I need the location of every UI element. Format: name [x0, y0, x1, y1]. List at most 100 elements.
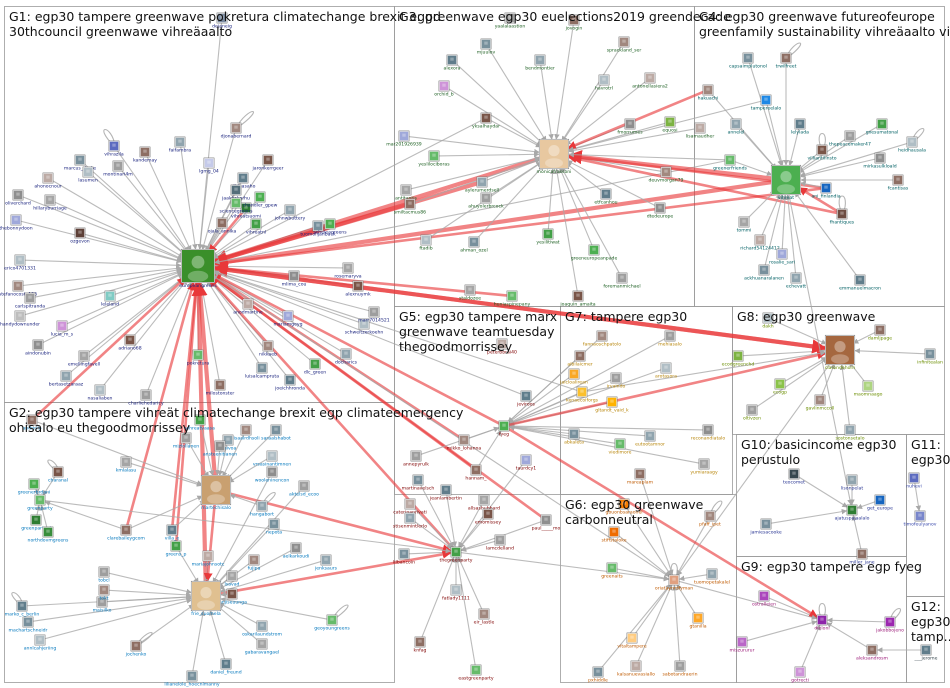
node-tokt[interactable]: tokt	[98, 584, 110, 602]
node-aleksandrosm[interactable]: aleksandrosm	[856, 644, 889, 662]
node-adriano68[interactable]: adriano68	[118, 334, 142, 352]
node-mjuulov[interactable]: mjuulov	[477, 38, 496, 56]
node-djonabernard[interactable]: djonabernard	[221, 122, 252, 140]
node-clarondehorn[interactable]: clarondehorn	[825, 334, 855, 371]
node-gbuonbsaraonel[interactable]: gbuonbsaraonel	[605, 498, 643, 516]
node-reconandiatalo[interactable]: reconandiatalo	[691, 424, 725, 442]
node-sostonsetalo[interactable]: sostonsetalo	[835, 424, 865, 442]
node-emomissey[interactable]: emomissey	[475, 508, 501, 526]
node-tuomolljanback[interactable]: tuomolljanback	[300, 220, 336, 238]
node-martechisalo[interactable]: martechisalo	[200, 474, 231, 511]
node-charliehedaricy[interactable]: charliehedaricy	[128, 389, 164, 407]
node-ahman-ozel[interactable]: ahman_ozel	[460, 236, 488, 254]
node-yksalhaydar[interactable]: yksalhaydar	[472, 112, 500, 130]
node-mar201926939[interactable]: mar201926939	[386, 130, 422, 148]
node-montinari4m[interactable]: montinari4m	[103, 160, 133, 178]
node-damljpage[interactable]: damljpage	[868, 324, 892, 342]
node-vihreat[interactable]: vihreat	[770, 164, 802, 201]
node-oriataynrdfyman[interactable]: oriataynrdfyman	[655, 574, 693, 592]
node-hakuachi[interactable]: hakuachi	[698, 84, 719, 102]
node-paul-mo[interactable]: paul_____mo	[532, 514, 561, 532]
node-havrotrl[interactable]: havrotrl	[595, 74, 613, 92]
node-kmlalasu[interactable]: kmlalasu	[116, 456, 137, 474]
node-chandler-gpew[interactable]: chandler_gpew	[243, 191, 278, 209]
node-mariamgeyg[interactable]: mariamgeyg	[273, 310, 303, 328]
node-dlc-green[interactable]: dlc_green	[304, 358, 326, 376]
node-tobcl[interactable]: tobcl	[98, 566, 110, 584]
node-emellingfavell[interactable]: emellingfavell	[68, 350, 100, 368]
node-ackhuanaralanen[interactable]: ackhuanaralanen	[744, 264, 784, 282]
node-vihreatnl[interactable]: vihreatnl	[246, 218, 266, 236]
node-heidhausala[interactable]: heidhausala	[898, 136, 926, 154]
node-ahuyolerbrcock[interactable]: ahuyolerbrcock	[468, 192, 504, 210]
node-pxhiddle[interactable]: pxhiddle	[588, 666, 608, 684]
node-mehiasalo[interactable]: mehiasalo	[658, 330, 682, 348]
node-gabaravangael[interactable]: gabaravangael	[245, 638, 279, 656]
node-ranjiseuunga[interactable]: ranjiseuunga	[217, 588, 247, 606]
node-taurdcy1[interactable]: taurdcy1	[516, 454, 536, 472]
node-rosalie-sari[interactable]: rosalie_sari	[769, 248, 795, 266]
node-thepeacemaker47[interactable]: thepeacemaker47	[829, 130, 871, 148]
node-fatlady1111[interactable]: fatlady1111	[442, 584, 470, 602]
node-bertasetzaraaz[interactable]: bertasetzaraaz	[49, 370, 84, 388]
node-alexnuymk[interactable]: alexnuymk	[345, 280, 371, 298]
node-northdovmgreens[interactable]: northdovmgreens	[28, 526, 70, 544]
node-thegreenparty[interactable]: thegreenparty	[440, 546, 473, 564]
node-yesilitiwat[interactable]: yesilitiwat	[536, 228, 560, 246]
node-gotrecti[interactable]: gotrecti	[791, 666, 809, 684]
node-gltandt-vaid-k[interactable]: gltandt_vaid_k	[595, 396, 629, 414]
node-kenaecoiforgs[interactable]: kenaecoiforgs	[566, 386, 599, 404]
node-vrsasinantimnen[interactable]: vrsasinantimnen	[253, 450, 291, 468]
node-capsaimplutonol[interactable]: capsaimplutonol	[729, 52, 767, 70]
node-faifambra[interactable]: faifambra	[169, 136, 191, 154]
node-schweitzerkoehn[interactable]: schweitzerkoehn	[345, 318, 384, 336]
node-lisamaudher[interactable]: lisamaudher	[686, 122, 715, 140]
node-sabotandraerin[interactable]: sabotandraerin	[663, 660, 698, 678]
node-maomnaago[interactable]: maomnaago	[854, 380, 883, 398]
node-erico4701331[interactable]: erico4701331	[4, 254, 36, 272]
node-abkaleta[interactable]: abkaleta	[564, 428, 584, 446]
node-lilbancoin[interactable]: lilbancoin	[393, 548, 415, 566]
node-echevatt[interactable]: echevatt	[786, 272, 806, 290]
node-annepyrulk[interactable]: annepyrulk	[403, 450, 429, 468]
node-ecodgreenchd[interactable]: ecodgreenchd	[722, 350, 755, 368]
node-luisalcampruta[interactable]: luisalcampruta	[245, 362, 279, 380]
node-jeanlambertin[interactable]: jeanlambertin	[429, 484, 462, 502]
node-yaalalaastion[interactable]: yaalalaastion	[495, 12, 526, 30]
node-annelel[interactable]: annelel	[728, 118, 745, 136]
node-dejaneig[interactable]: dejaneig	[212, 12, 232, 30]
node-marcus-drake[interactable]: marcus_drake	[64, 154, 96, 172]
node-greenerbrdani[interactable]: greenerbrdani	[18, 478, 51, 496]
node-jakobbojeno[interactable]: jakobbojeno	[875, 616, 904, 634]
node-jerome[interactable]: ___jerome	[914, 644, 938, 662]
node-antonellasiera2[interactable]: antonellasiera2	[632, 72, 668, 90]
node-knfag[interactable]: knfag	[414, 636, 427, 654]
node-fmorrumes[interactable]: fmorrumes	[617, 118, 643, 136]
node-fannaoschpatolo[interactable]: fannaoschpatolo	[583, 330, 621, 348]
node-milostonster[interactable]: milostonster	[206, 379, 235, 397]
node-jenksaurs[interactable]: jenksaurs	[314, 554, 338, 572]
node-yeslilociboras[interactable]: yeslilociboras	[418, 150, 450, 168]
node-europeangreens[interactable]: europeangreens	[179, 248, 217, 289]
node-stisenmintlerlo[interactable]: stisenmintlerlo	[393, 512, 427, 530]
node-arotasora[interactable]: arotasora	[655, 362, 677, 380]
node-ansteenitianen[interactable]: ansteenitianen	[203, 440, 237, 458]
node-machartschneidr[interactable]: machartschneidr	[9, 616, 48, 634]
node-vitaltampere[interactable]: vitaltampere	[617, 632, 647, 650]
node-infinitealan[interactable]: infinitealan	[917, 348, 943, 366]
node-villa-e[interactable]: villa_e	[165, 524, 180, 542]
node-oskarilaundstrom[interactable]: oskarilaundstrom	[242, 620, 282, 638]
node-mizlollanen[interactable]: mizlollanen	[173, 432, 199, 450]
node-jamiesacooke[interactable]: jamiesacooke	[749, 518, 782, 536]
node-thebonnydoon[interactable]: thebonnydoon	[0, 214, 33, 232]
node-vihrazila[interactable]: vihrazila	[104, 140, 124, 158]
node-ajatuspajaalalo[interactable]: ajatuspajaalalo	[835, 504, 870, 522]
node-hannam[interactable]: hannam_	[465, 464, 487, 482]
node-alexora[interactable]: alexora	[444, 54, 461, 72]
node-get-europe[interactable]: get_europe	[867, 494, 893, 512]
node-oliverchard[interactable]: oliverchard	[5, 189, 31, 207]
node-pokretura[interactable]: pokretura	[187, 349, 210, 367]
node-mirkasulkloald[interactable]: mirkasulkloald	[863, 152, 897, 170]
node-mariajohnsotc[interactable]: mariajohnsotc	[192, 550, 225, 568]
node-annlcahjeriing[interactable]: annlcahjeriing	[24, 634, 57, 652]
